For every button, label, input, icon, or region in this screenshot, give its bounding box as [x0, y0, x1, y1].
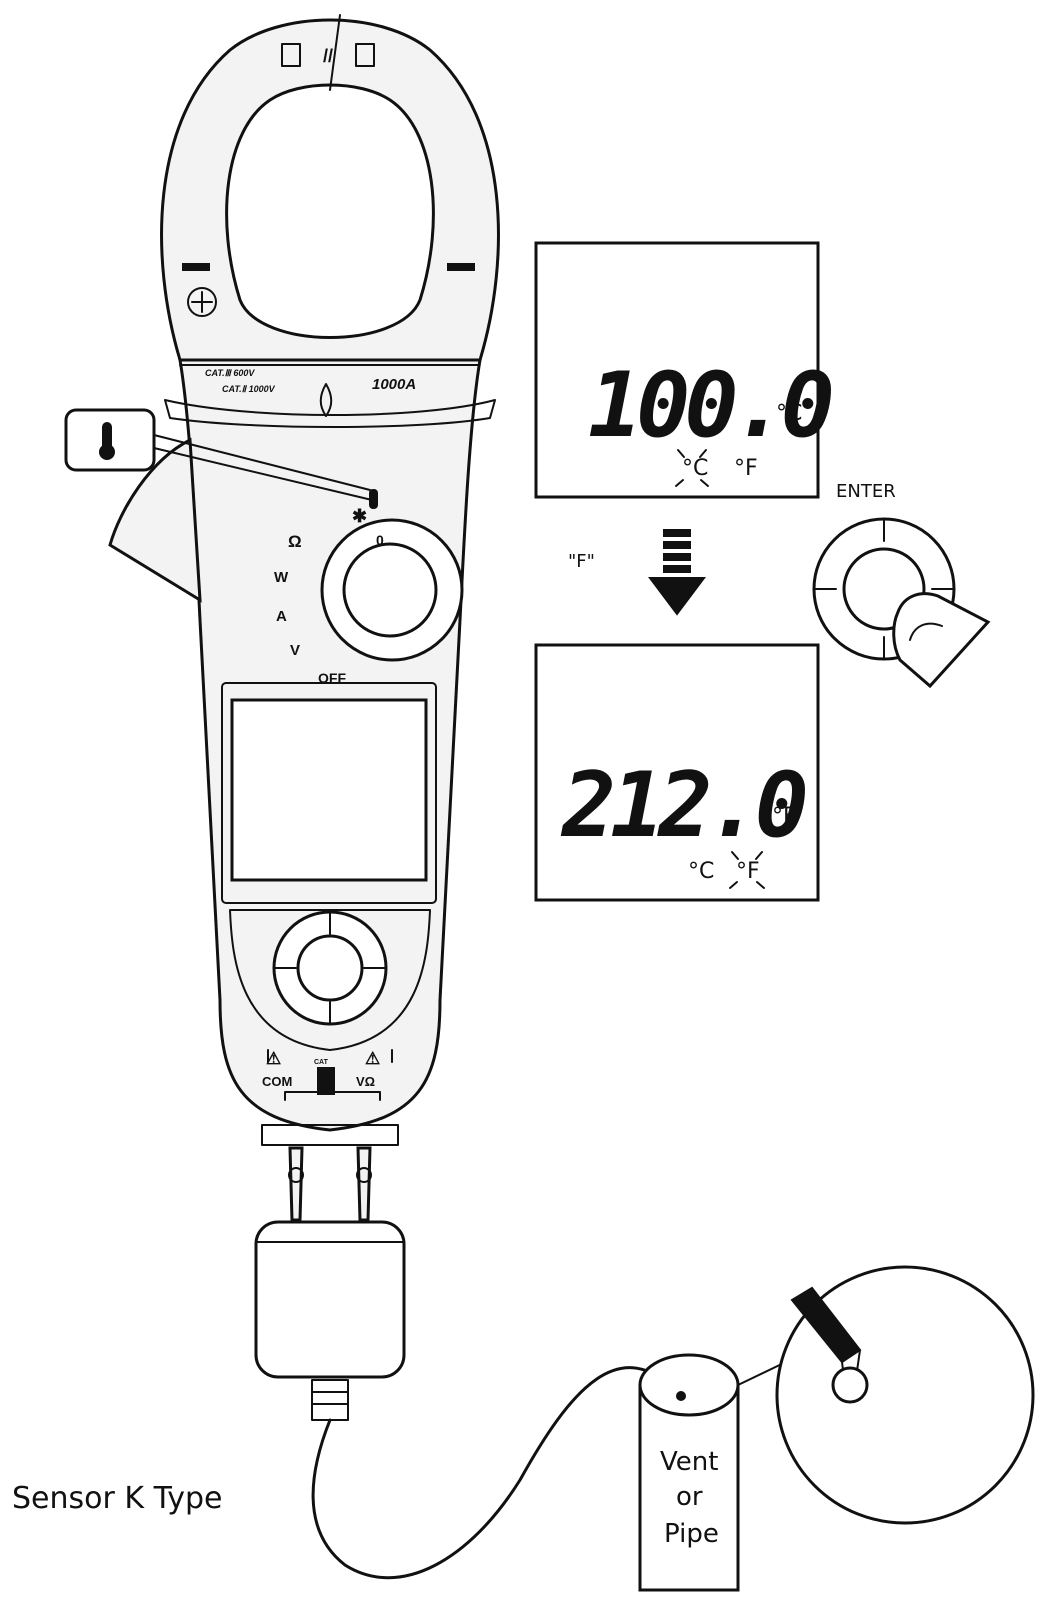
enter-label: ENTER	[836, 481, 896, 502]
down-arrow-icon	[648, 577, 706, 616]
probe-adapter	[254, 1220, 406, 1379]
terminal-cat-label: CAT	[314, 1059, 329, 1066]
jaw-rating-1: CAT.Ⅲ 600V	[205, 368, 255, 378]
lcd-bottom-indicator-f: °F	[736, 859, 760, 884]
lcd-display-top: 100.0 °C °C °F	[534, 241, 838, 499]
dial-label-w: W	[274, 569, 289, 586]
f-key-label: "F"	[568, 551, 595, 572]
transition-arrow	[648, 529, 706, 616]
jaw-slash-icon: //	[323, 46, 333, 66]
jaw-current-rating: 1000A	[372, 376, 416, 393]
jaw-minus-left-icon	[182, 263, 210, 271]
lcd-bottom-blink-icon	[729, 851, 765, 889]
lcd-top-unit: °C	[776, 401, 802, 426]
lcd-top-value: 100.0	[588, 353, 832, 458]
lcd-top-frame	[534, 241, 820, 499]
probe-bead-icon	[831, 1366, 869, 1404]
probe-tip-icon	[676, 1391, 686, 1401]
nav-center-button[interactable]	[296, 934, 364, 1002]
sensor-type-label: Sensor K Type	[12, 1481, 222, 1516]
finger-press-icon	[892, 592, 991, 689]
jaw-marker-left-icon	[281, 43, 301, 67]
lcd-bottom-indicator-c: °C	[688, 859, 714, 884]
warning-right-icon: ⚠	[365, 1049, 380, 1068]
dial-label-a: A	[276, 608, 287, 625]
lcd-display-bottom: 212.0 °F °C °F	[534, 643, 820, 902]
jaw-rating-2: CAT.Ⅱ 1000V	[222, 384, 276, 394]
dial-label-ohm: Ω	[288, 532, 302, 551]
probe-magnifier	[737, 1265, 1035, 1525]
dial-temp-mark-icon	[369, 489, 378, 509]
terminal-vohm-label: VΩ	[356, 1074, 375, 1089]
jaw-minus-right-icon	[447, 263, 475, 271]
lcd-top-indicator-f: °F	[734, 456, 758, 481]
lcd-bottom-value: 212.0	[560, 753, 806, 858]
jaw-marker-right-icon	[355, 43, 375, 67]
trigger-lever[interactable]	[108, 437, 202, 603]
jaw-center-mark-icon	[319, 383, 333, 417]
enter-button-illustration[interactable]	[812, 517, 991, 689]
meter-lcd-screen	[230, 698, 428, 882]
lcd-bottom-frame	[534, 643, 820, 902]
dial-label-v: V	[290, 642, 300, 659]
vent-label-3: Pipe	[664, 1519, 719, 1549]
svg-text:0: 0	[376, 532, 384, 548]
jaw-plus-icon	[187, 287, 217, 317]
vent-label-1: Vent	[660, 1447, 718, 1477]
meter-body: CAT.Ⅲ 600V CAT.Ⅱ 1000V 1000A ✱ 0 Ω W A V…	[64, 358, 496, 1132]
vent-pipe: Vent or Pipe	[638, 1353, 740, 1592]
warning-left-icon: ⚠	[266, 1049, 281, 1068]
terminal-com-label: COM	[262, 1074, 292, 1089]
lcd-bottom-unit: °F	[772, 804, 796, 829]
lcd-top-blink-icon	[675, 449, 709, 487]
clamp-jaw: //	[160, 14, 500, 362]
test-lead-plug	[254, 1124, 682, 1580]
vent-label-2: or	[676, 1482, 703, 1512]
lcd-top-indicator-c: °C	[682, 456, 708, 481]
dial-capacitor-icon: ✱	[352, 506, 367, 526]
